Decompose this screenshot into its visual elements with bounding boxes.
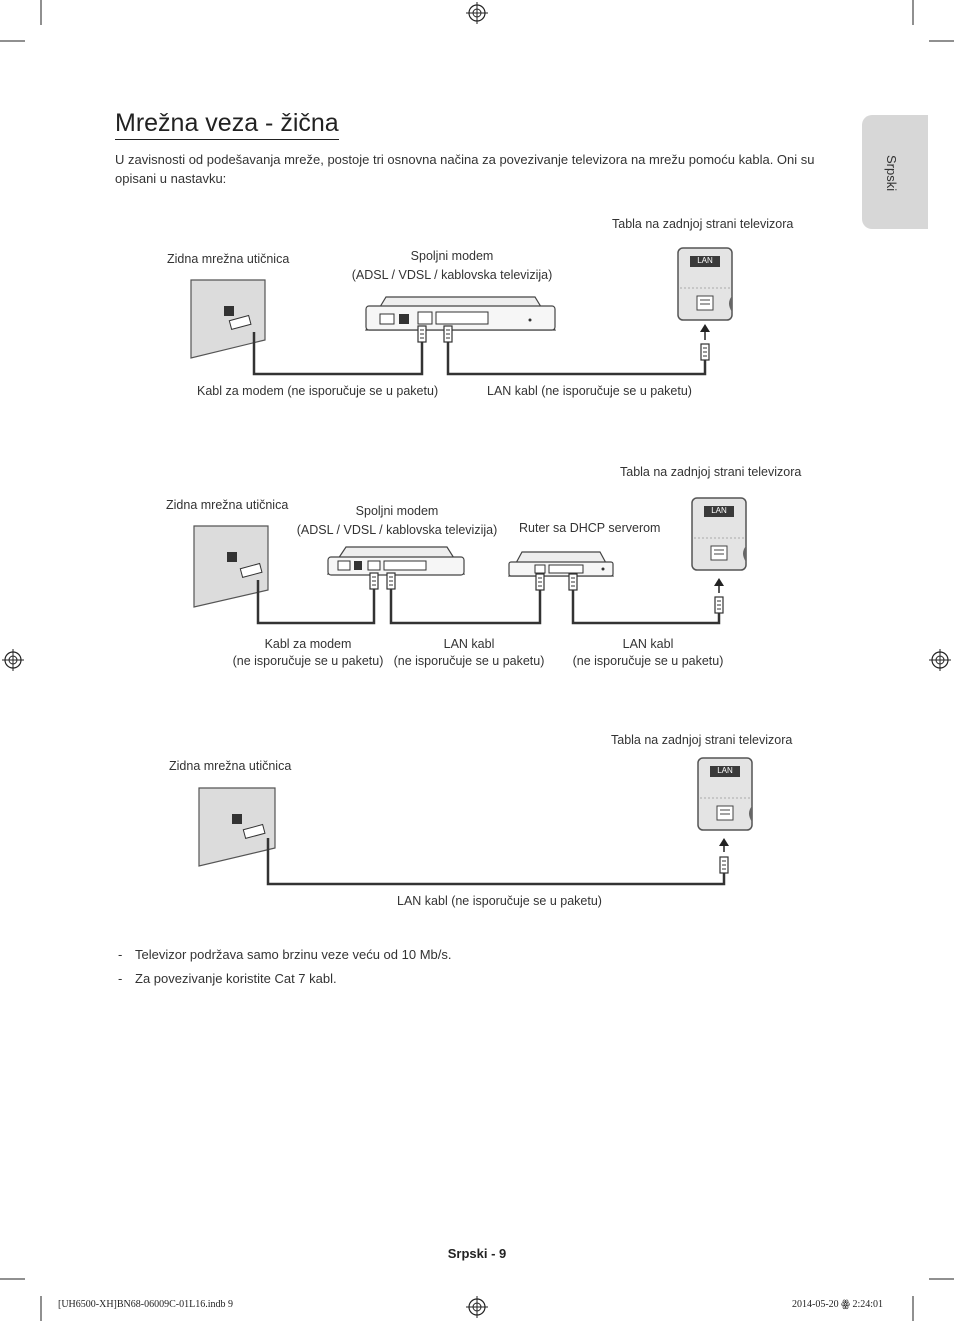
d2-modem-cable-note: (ne isporučuje se u paketu) bbox=[232, 654, 384, 668]
language-tab-label: Srpski bbox=[884, 155, 899, 192]
registration-mark-right bbox=[928, 648, 952, 672]
print-file-info: [UH6500-XH]BN68-06009C-01L16.indb 9 bbox=[58, 1299, 233, 1310]
intro-text: U zavisnosti od podešavanja mreže, posto… bbox=[115, 152, 815, 186]
d1-modem-types-label: (ADSL / VDSL / kablovska televizija) bbox=[351, 268, 553, 282]
d1-modem-label: Spoljni modem bbox=[410, 249, 494, 263]
d2-modem-types-label: (ADSL / VDSL / kablovska televizija) bbox=[296, 523, 498, 537]
note-item: -Televizor podržava samo brzinu veze već… bbox=[118, 947, 452, 962]
d1-modem-cable-label: Kabl za modem (ne isporučuje se u paketu… bbox=[197, 384, 439, 398]
registration-mark-bottom bbox=[465, 1295, 489, 1319]
d2-router-label: Ruter sa DHCP serverom bbox=[519, 521, 661, 535]
notes-list: -Televizor podržava samo brzinu veze već… bbox=[118, 943, 452, 991]
note-item: -Za povezivanje koristite Cat 7 kabl. bbox=[118, 971, 337, 986]
d1-lan-port-label: LAN bbox=[697, 256, 713, 265]
diagram3-graphics bbox=[198, 757, 753, 886]
diagram1-graphics bbox=[190, 247, 733, 376]
d2-tv-panel-label: Tabla na zadnjoj strani televizora bbox=[620, 465, 802, 479]
d3-wall-label: Zidna mrežna utičnica bbox=[169, 759, 292, 773]
d2-lan-cable-2-note: (ne isporučuje se u paketu) bbox=[572, 654, 724, 668]
d3-lan-cable-label: LAN kabl (ne isporučuje se u paketu) bbox=[397, 894, 602, 908]
d2-modem-label: Spoljni modem bbox=[355, 504, 439, 518]
d2-wall-label: Zidna mrežna utičnica bbox=[166, 498, 289, 512]
d1-wall-label: Zidna mrežna utičnica bbox=[167, 252, 290, 266]
d2-lan-cable-2-label: LAN kabl bbox=[622, 637, 674, 651]
d1-lan-cable-label: LAN kabl (ne isporučuje se u paketu) bbox=[487, 384, 692, 398]
language-tab: Srpski bbox=[862, 115, 928, 229]
print-timestamp: 2014-05-20 ꙮ 2:24:01 bbox=[792, 1299, 884, 1310]
d2-lan-cable-1-label: LAN kabl bbox=[443, 637, 495, 651]
d2-lan-port-label: LAN bbox=[711, 506, 727, 515]
page-title: Mrežna veza - žična bbox=[115, 108, 339, 140]
registration-mark-left bbox=[1, 648, 25, 672]
d1-tv-panel-label: Tabla na zadnjoj strani televizora bbox=[612, 217, 794, 231]
d2-lan-cable-1-note: (ne isporučuje se u paketu) bbox=[393, 654, 545, 668]
d3-lan-port-label: LAN bbox=[717, 766, 733, 775]
registration-mark-top bbox=[465, 1, 489, 25]
d3-tv-panel-label: Tabla na zadnjoj strani televizora bbox=[611, 733, 793, 747]
page-number: Srpski - 9 bbox=[447, 1246, 507, 1261]
diagram2-graphics bbox=[193, 497, 747, 625]
d2-modem-cable-label: Kabl za modem bbox=[264, 637, 352, 651]
